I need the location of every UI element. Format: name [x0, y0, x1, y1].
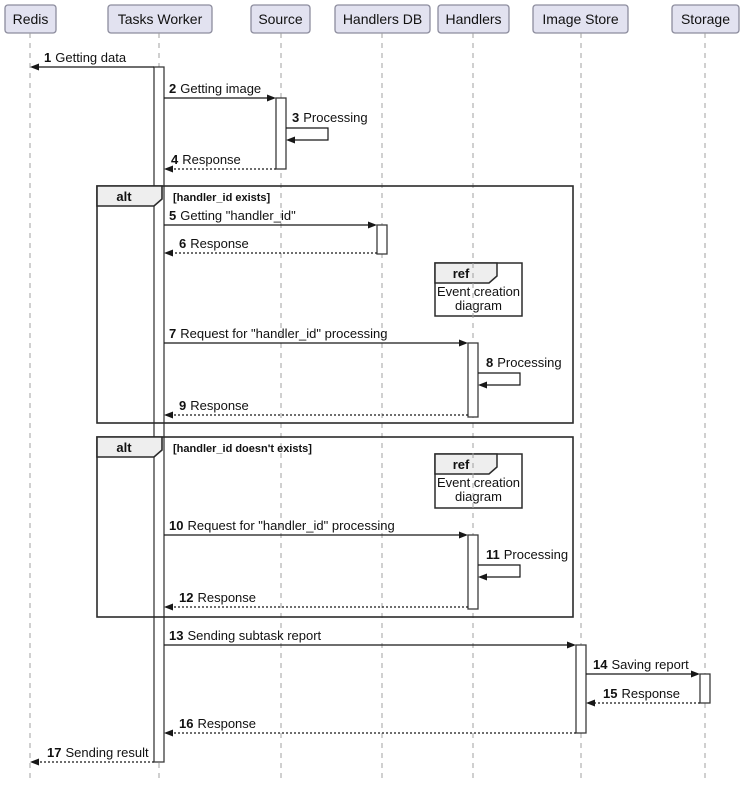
message-arrowhead-13	[567, 641, 576, 649]
message-arrowhead-2	[267, 94, 276, 102]
message-arrowhead-3	[286, 136, 295, 144]
alt-fragment-2	[96, 436, 574, 618]
participant-label-redis: Redis	[13, 11, 49, 27]
participant-label-handlers: Handlers	[445, 11, 501, 27]
activation-bar-handlers-db	[376, 224, 388, 255]
ref-text-line: diagram	[455, 489, 502, 504]
message-arrowhead-9	[164, 411, 173, 419]
ref-text-line: diagram	[455, 298, 502, 313]
alt-operator-label: alt	[116, 189, 132, 204]
activation-bar-handlers	[467, 342, 479, 418]
ref-label-pentagon	[434, 453, 498, 475]
participant-tasks-worker	[107, 4, 213, 34]
participant-label-source: Source	[258, 11, 303, 27]
message-arrowhead-4	[164, 165, 173, 173]
message-arrowhead-14	[691, 670, 700, 678]
alt-guard-label: [handler_id doesn't exists]	[173, 443, 312, 455]
alt-operator-label: alt	[116, 440, 132, 455]
message-arrowhead-6	[164, 249, 173, 257]
participant-label-image-store: Image Store	[542, 11, 618, 27]
message-arrowhead-11	[478, 573, 487, 581]
activation-bar-storage	[699, 673, 711, 704]
participant-label-storage: Storage	[681, 11, 730, 27]
ref-operator-label: ref	[453, 457, 470, 472]
message-self-line-3	[286, 127, 329, 141]
activation-bar-handlers	[467, 534, 479, 610]
ref-label-pentagon	[434, 262, 498, 284]
message-arrowhead-16	[164, 729, 173, 737]
message-arrowhead-17	[30, 758, 39, 766]
message-arrowhead-15	[586, 699, 595, 707]
message-arrowhead-10	[459, 531, 468, 539]
activation-bar-tasks-worker	[153, 66, 165, 763]
message-arrowhead-8	[478, 381, 487, 389]
ref-operator-label: ref	[453, 266, 470, 281]
participant-label-handlers-db: Handlers DB	[343, 11, 422, 27]
message-self-line-11	[478, 564, 521, 578]
alt-label-pentagon	[96, 436, 163, 458]
participant-label-tasks-worker: Tasks Worker	[118, 11, 203, 27]
alt-label-pentagon	[96, 185, 163, 207]
activation-bar-source	[275, 97, 287, 170]
ref-text-line: Event creation	[437, 284, 520, 299]
message-self-line-8	[478, 372, 521, 386]
activation-bar-image-store	[575, 644, 587, 734]
message-arrowhead-5	[368, 221, 377, 229]
message-arrowhead-1	[30, 63, 39, 71]
alt-fragment-1	[96, 185, 574, 424]
message-arrowhead-7	[459, 339, 468, 347]
alt-guard-label: [handler_id exists]	[173, 192, 271, 204]
message-arrowhead-12	[164, 603, 173, 611]
ref-text-line: Event creation	[437, 475, 520, 490]
